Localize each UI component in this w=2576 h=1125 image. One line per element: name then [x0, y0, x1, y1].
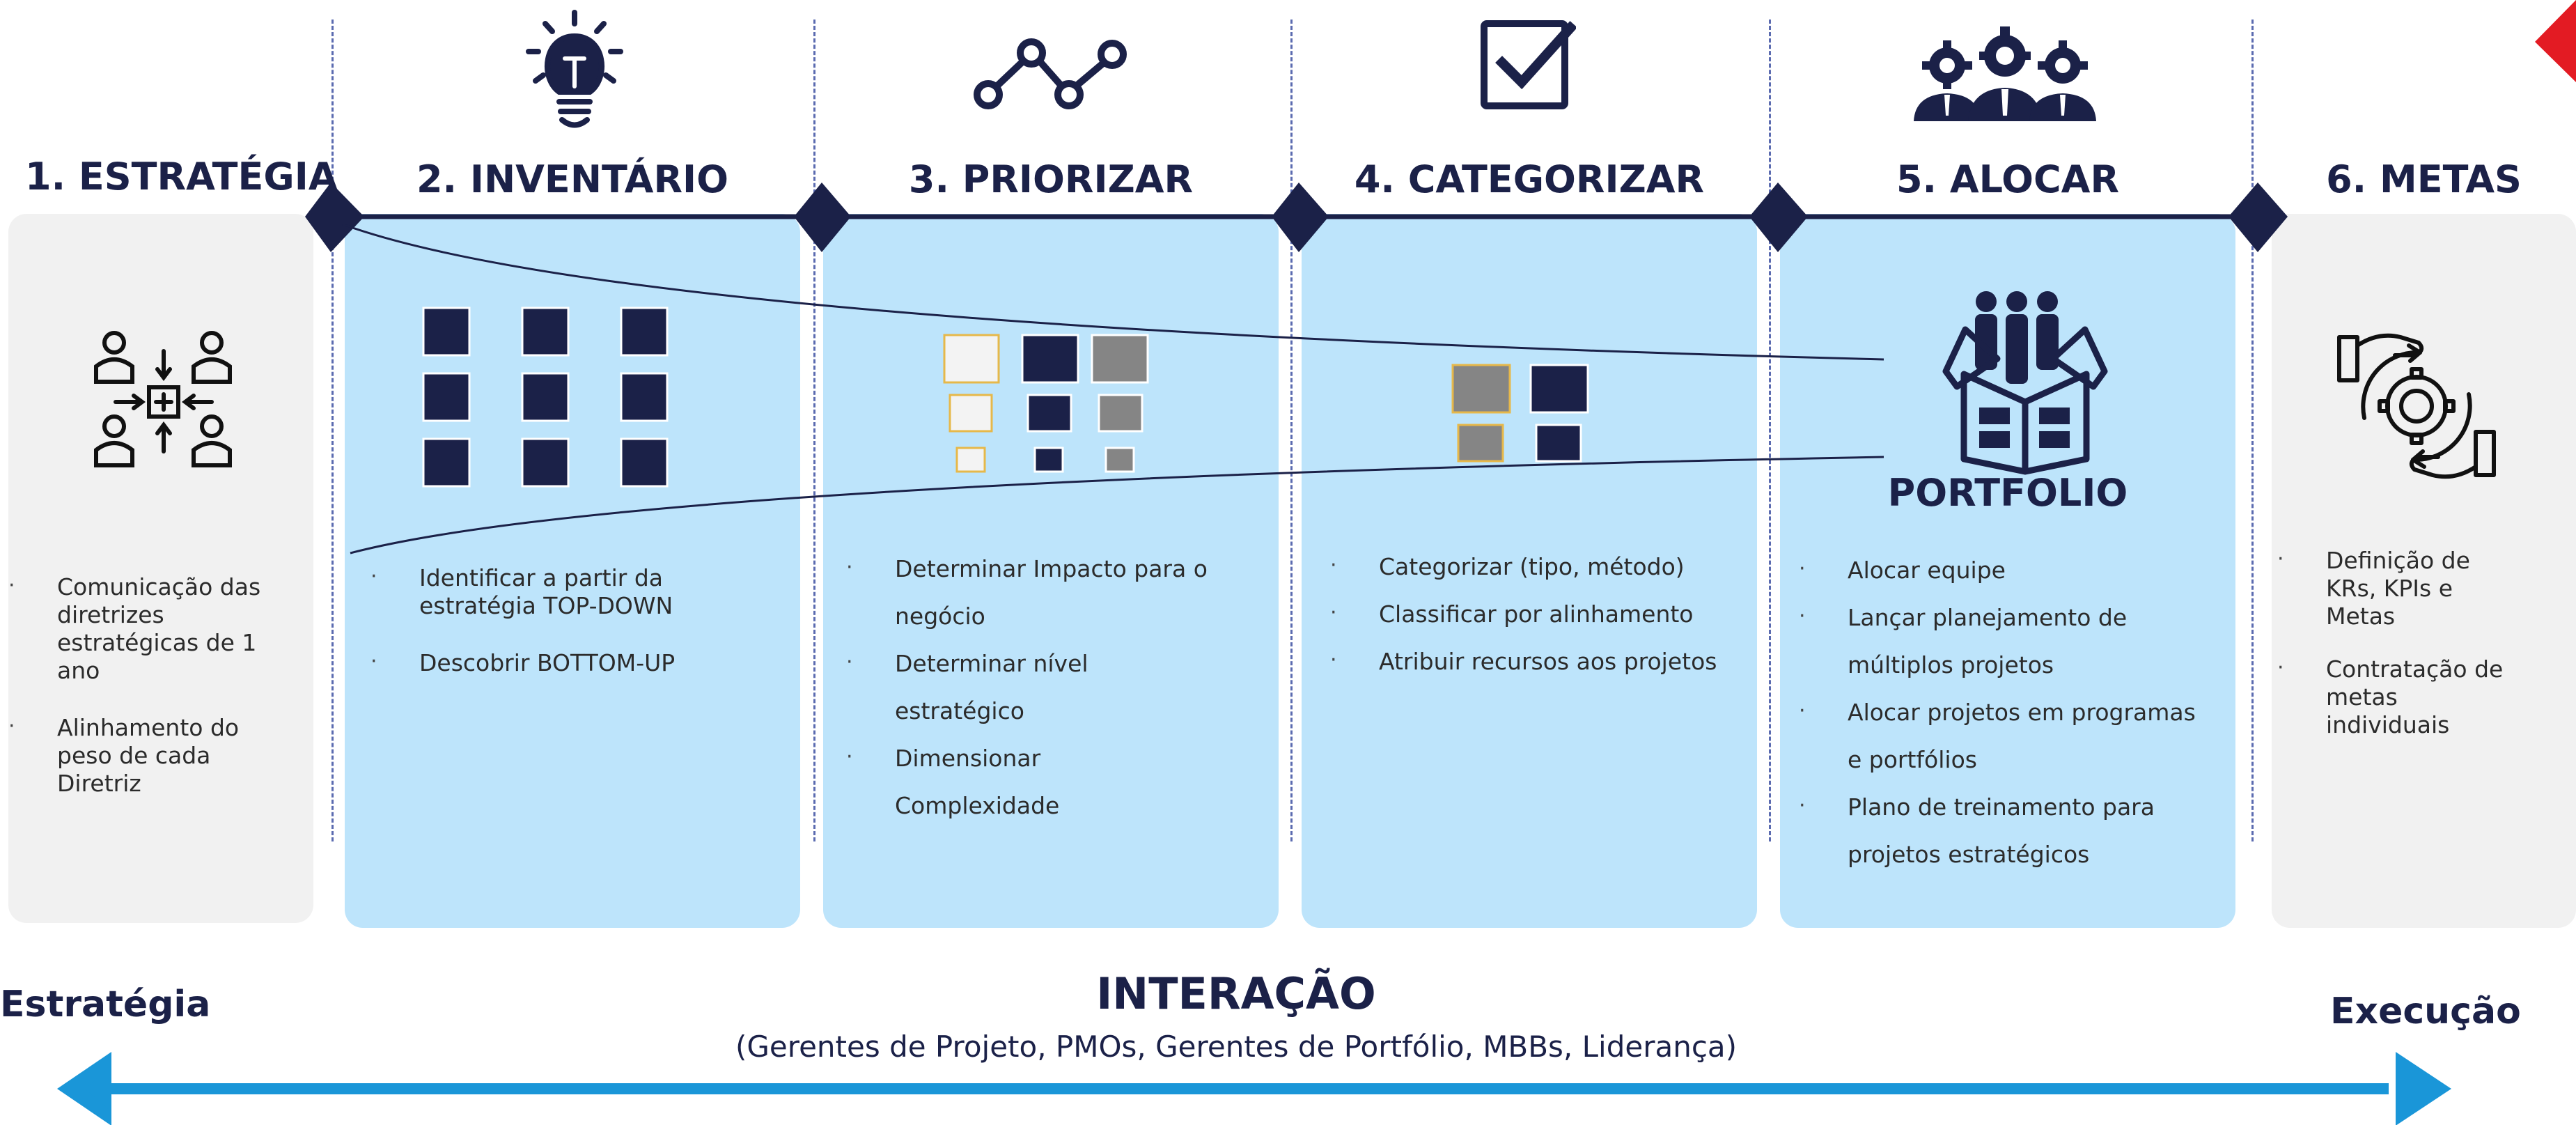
stage-title-metas: 6. METAS: [2326, 157, 2522, 201]
bullet-item: Descobrir BOTTOM-UP: [370, 648, 774, 677]
bullet-list-priorizar: Determinar Impacto para o negócio Determ…: [846, 544, 1208, 830]
project-square: [1529, 364, 1589, 414]
project-square: [1033, 447, 1064, 473]
bullet-item: Plano de treinamento para projetos estra…: [1799, 782, 2217, 878]
project-square: [620, 372, 669, 422]
project-square: [1535, 424, 1582, 463]
bullet-item: Classificar por alinhamento: [1330, 589, 1741, 638]
stage-title-inventario: 2. INVENTÁRIO: [416, 157, 729, 201]
bullet-item: Categorizar (tipo, método): [1330, 542, 1741, 591]
bullet-item: Lançar planejamento de múltiplos projeto…: [1799, 593, 2217, 689]
bullet-item: Determinar nível estratégico: [846, 639, 1208, 735]
funnel-line-top: [342, 223, 1884, 361]
timeline-diamond: [794, 183, 851, 252]
timeline-diamonds: [305, 183, 2288, 252]
separator-line: [1769, 20, 1771, 841]
bullet-list-metas: Definição de KRs, KPIs e Metas Contrataç…: [2277, 545, 2514, 739]
bullet-item: Contratação de metas individuais: [2277, 654, 2514, 739]
stage-title-alocar: 5. ALOCAR: [1896, 157, 2120, 201]
funnel-line-bottom: [350, 456, 1884, 554]
bullet-list-alocar: Alocar equipe Lançar planejamento de múl…: [1799, 545, 2217, 878]
timeline-diamond: [1272, 183, 1329, 252]
panel-estrategia: [8, 214, 313, 923]
checkbox-icon: [1481, 20, 1576, 109]
project-square: [521, 437, 570, 488]
bullet-item: Alocar projetos em programas e portfólio…: [1799, 688, 2217, 784]
strategy-execution-arrow: [57, 1052, 2451, 1125]
project-square: [620, 307, 669, 357]
bullet-item: Comunicação das diretrizes estratégicas …: [8, 572, 301, 685]
portfolio-box-icon: [1942, 291, 2108, 475]
stage-title-estrategia: 1. ESTRATÉGIA: [25, 155, 338, 199]
project-square: [1451, 364, 1511, 414]
project-square: [422, 437, 471, 488]
bullet-list-categorizar: Categorizar (tipo, método) Classificar p…: [1330, 542, 1741, 685]
stage-title-priorizar: 3. PRIORIZAR: [908, 157, 1194, 201]
separator-line: [331, 20, 334, 841]
collaboration-icon: [94, 331, 232, 467]
project-square: [422, 372, 471, 422]
interaction-subtitle: (Gerentes de Projeto, PMOs, Gerentes de …: [735, 1030, 1738, 1064]
footer-left-label: Estratégia: [0, 984, 211, 1025]
project-square: [1021, 334, 1079, 384]
project-square: [1457, 424, 1504, 463]
bullet-item: Alinhamento do peso de cada Diretriz: [8, 713, 301, 798]
team-gears-icon: [1914, 26, 2096, 121]
project-square: [521, 372, 570, 422]
separator-line: [813, 20, 815, 841]
footer-right-label: Execução: [2330, 991, 2521, 1032]
hands-gear-icon: [2337, 333, 2496, 479]
project-square: [422, 307, 471, 357]
inventory-project-grid: [422, 307, 669, 488]
lightbulb-icon: [526, 10, 623, 128]
stage-title-categorizar: 4. CATEGORIZAR: [1354, 157, 1705, 201]
project-square: [955, 447, 986, 473]
project-square: [1104, 447, 1135, 473]
bullet-list-estrategia: Comunicação das diretrizes estratégicas …: [8, 572, 301, 798]
connected-nodes-icon: [974, 38, 1127, 109]
timeline-diamond: [305, 183, 364, 252]
project-square: [943, 334, 1000, 384]
bullet-item: Determinar Impacto para o negócio: [846, 544, 1208, 640]
interaction-title: INTERAÇÃO: [1096, 968, 1376, 1019]
project-square: [620, 437, 669, 488]
corner-marker: [2535, 0, 2576, 82]
bullet-item: Alocar equipe: [1799, 545, 2217, 594]
project-square: [1091, 334, 1149, 384]
bullet-item: Dimensionar Complexidade: [846, 734, 1208, 830]
bullet-item: Definição de KRs, KPIs e Metas: [2277, 545, 2514, 630]
categorized-project-grid: [1451, 364, 1589, 463]
separator-line: [2251, 20, 2254, 841]
prioritized-project-grid: [943, 334, 1149, 473]
project-square: [521, 307, 570, 357]
timeline-diamond: [2228, 183, 2288, 252]
bullet-item: Atribuir recursos aos projetos: [1330, 637, 1741, 685]
separator-line: [1290, 20, 1293, 841]
bullet-item: Identificar a partir da estratégia TOP-D…: [370, 563, 774, 620]
project-square: [1027, 394, 1072, 433]
portfolio-label: PORTFOLIO: [1887, 471, 2128, 515]
project-square: [949, 394, 993, 433]
timeline-diamond: [1749, 183, 1808, 252]
bullet-list-inventario: Identificar a partir da estratégia TOP-D…: [370, 563, 774, 677]
project-square: [1098, 394, 1143, 433]
